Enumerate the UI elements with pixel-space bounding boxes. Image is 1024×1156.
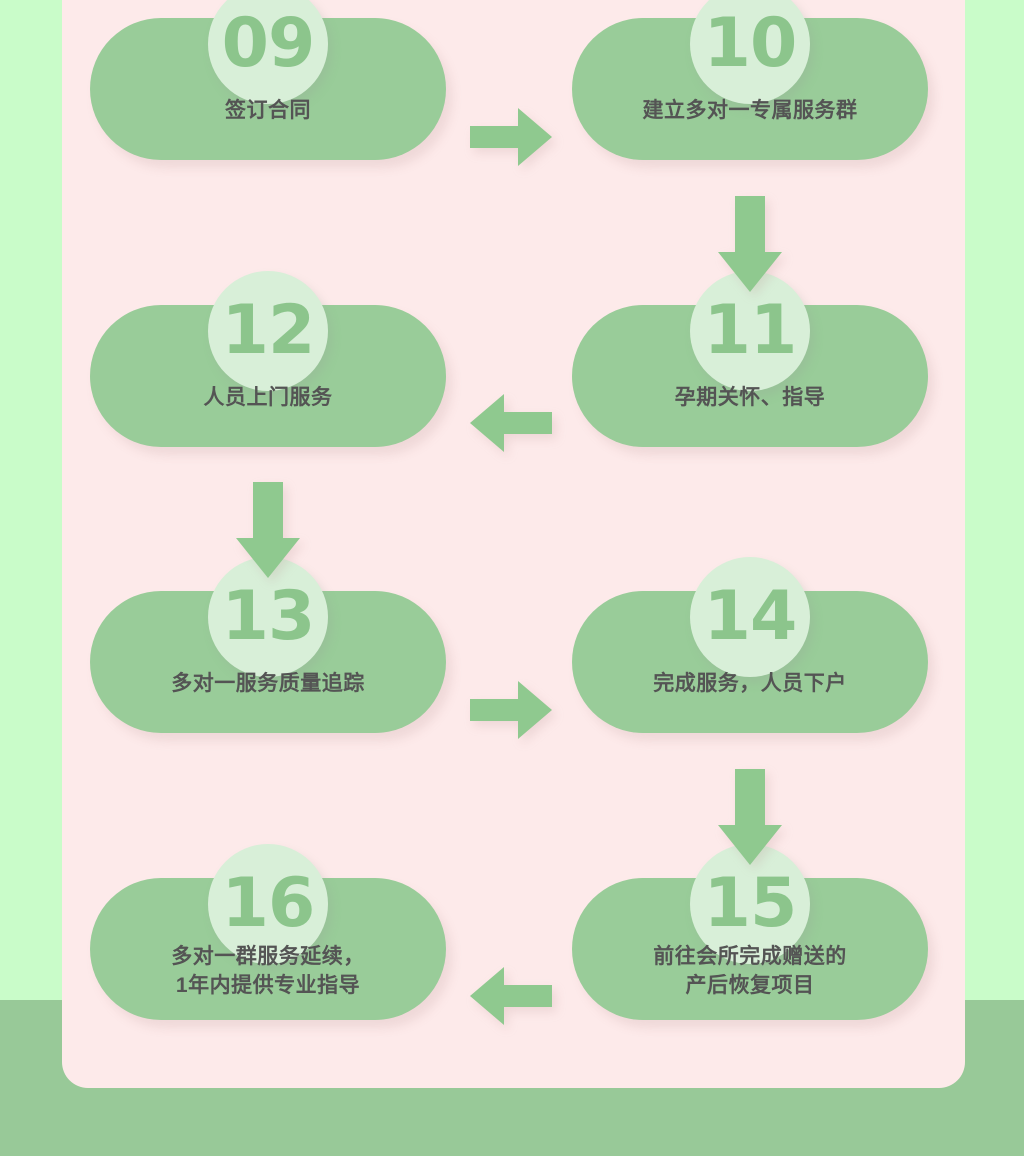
- flow-node-12-label-line1: 人员上门服务: [203, 386, 333, 409]
- flow-node-13-number: 13: [221, 577, 316, 656]
- flow-node-11-label: 孕期关怀、指导: [572, 383, 928, 412]
- flow-node-09-label-line1: 签订合同: [225, 99, 311, 122]
- flow-node-14-label: 完成服务，人员下户: [572, 669, 928, 698]
- flow-node-14-label-line1: 完成服务，人员下户: [653, 672, 847, 695]
- flow-node-12-badge: 12: [208, 271, 328, 391]
- arrow-down-icon-10-to-11: [718, 196, 782, 292]
- flow-node-13-label: 多对一服务质量追踪: [90, 669, 446, 698]
- flow-node-11-number: 11: [703, 291, 798, 370]
- arrow-left-icon-11-to-12: [470, 394, 552, 452]
- flow-node-16-label: 多对一群服务延续， 1年内提供专业指导: [90, 942, 446, 1000]
- flow-node-10-label-line1: 建立多对一专属服务群: [642, 99, 858, 122]
- flow-node-12[interactable]: 12 人员上门服务: [90, 271, 446, 447]
- flow-node-09[interactable]: 09 签订合同: [90, 0, 446, 160]
- flow-node-15-label-line2: 产后恢复项目: [685, 974, 815, 997]
- flow-node-12-label: 人员上门服务: [90, 383, 446, 412]
- flow-node-16-badge: 16: [208, 844, 328, 964]
- flow-node-15-badge: 15: [690, 844, 810, 964]
- flow-node-10[interactable]: 10 建立多对一专属服务群: [572, 0, 928, 160]
- flow-node-15-number: 15: [703, 864, 798, 943]
- flow-node-10-number: 10: [703, 4, 798, 83]
- flow-node-09-number: 09: [221, 4, 316, 83]
- flow-node-15[interactable]: 15 前往会所完成赠送的 产后恢复项目: [572, 844, 928, 1020]
- flow-node-16-label-line2: 1年内提供专业指导: [175, 974, 361, 997]
- flow-node-13[interactable]: 13 多对一服务质量追踪: [90, 557, 446, 733]
- arrow-right-icon-13-to-14: [470, 681, 552, 739]
- arrow-down-icon-12-to-13: [236, 482, 300, 578]
- flow-node-14-number: 14: [703, 577, 798, 656]
- flow-node-15-label: 前往会所完成赠送的 产后恢复项目: [572, 942, 928, 1000]
- flow-node-10-badge: 10: [690, 0, 810, 104]
- flow-node-09-badge: 09: [208, 0, 328, 104]
- flow-node-13-label-line1: 多对一服务质量追踪: [171, 672, 365, 695]
- flow-node-16-label-line1: 多对一群服务延续，: [171, 945, 365, 968]
- flow-node-11-label-line1: 孕期关怀、指导: [674, 386, 826, 409]
- flow-node-16-number: 16: [221, 864, 316, 943]
- flow-node-11[interactable]: 11 孕期关怀、指导: [572, 271, 928, 447]
- flow-node-16[interactable]: 16 多对一群服务延续， 1年内提供专业指导: [90, 844, 446, 1020]
- flow-node-10-label: 建立多对一专属服务群: [572, 96, 928, 125]
- flow-node-15-label-line1: 前往会所完成赠送的: [653, 945, 847, 968]
- arrow-left-icon-15-to-16: [470, 967, 552, 1025]
- arrow-down-icon-14-to-15: [718, 769, 782, 865]
- flow-node-09-label: 签订合同: [90, 96, 446, 125]
- arrow-right-icon-09-to-10: [470, 108, 552, 166]
- flow-node-14-badge: 14: [690, 557, 810, 677]
- flow-node-14[interactable]: 14 完成服务，人员下户: [572, 557, 928, 733]
- flow-node-12-number: 12: [221, 291, 316, 370]
